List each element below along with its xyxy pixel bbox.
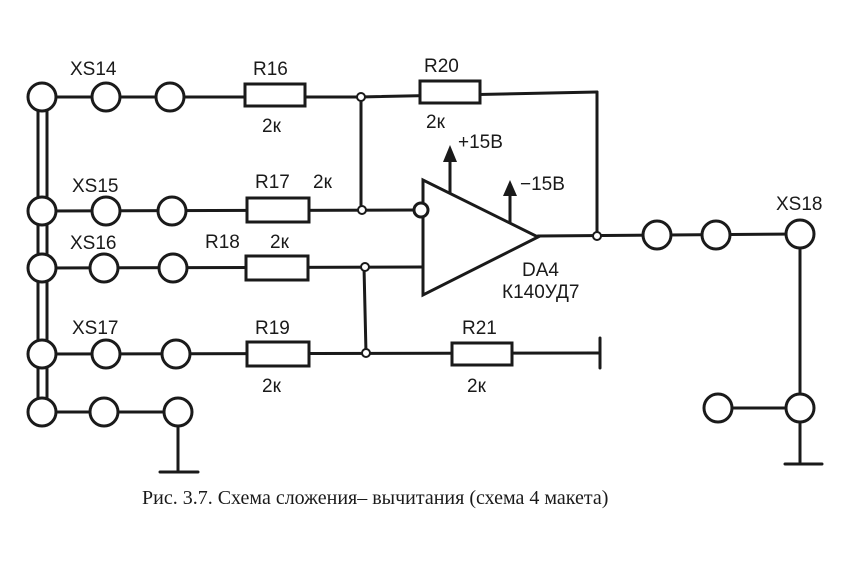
label-xs15: XS15 <box>72 176 118 197</box>
label-opamp-part: К140УД7 <box>502 282 579 303</box>
vminus-pin <box>503 180 517 224</box>
resistor-r19 <box>245 340 311 368</box>
resistor-r20 <box>418 79 482 105</box>
label-vminus: −15В <box>520 174 565 195</box>
inverting-input-bubble <box>412 201 430 219</box>
value-r19: 2к <box>262 376 282 397</box>
socket-pair-ground <box>88 396 194 428</box>
socket-pair-xs16 <box>88 252 189 284</box>
value-r16: 2к <box>262 116 282 137</box>
noninv-vertical <box>362 265 368 355</box>
socket-pair-xs14 <box>90 81 186 113</box>
label-r18: R18 <box>205 232 240 253</box>
label-r19: R19 <box>255 318 290 339</box>
vplus-pin <box>443 145 457 195</box>
junction-nodes <box>356 92 602 358</box>
value-r18: 2к <box>270 232 290 253</box>
row-xs17 <box>40 336 602 370</box>
resistor-r21 <box>450 341 514 367</box>
right-output-bus <box>716 232 824 466</box>
socket-pair-xs17 <box>90 338 192 370</box>
socket-pair-output <box>641 218 816 424</box>
opamp-da4 <box>421 177 542 298</box>
resistor-r18 <box>244 254 310 282</box>
value-r21: 2к <box>467 376 487 397</box>
label-xs16: XS16 <box>70 233 116 254</box>
label-da4: DA4 <box>522 260 559 281</box>
label-xs14: XS14 <box>70 59 117 80</box>
label-xs17: XS17 <box>72 318 118 339</box>
resistor-r17 <box>245 196 311 224</box>
label-r20: R20 <box>424 56 459 77</box>
label-xs18: XS18 <box>776 194 822 215</box>
label-vplus: +15В <box>458 132 503 153</box>
figure-caption: Рис. 3.7. Схема сложения– вычитания (схе… <box>142 487 608 509</box>
label-r17: R17 <box>255 172 290 193</box>
socket-pair-xs15 <box>90 195 188 227</box>
label-r16: R16 <box>253 59 288 80</box>
resistor-r16 <box>243 82 307 108</box>
label-r21: R21 <box>462 318 497 339</box>
value-r17: 2к <box>313 172 333 193</box>
row-xs14 <box>40 90 599 238</box>
value-r20: 2к <box>426 112 446 133</box>
left-bus-sockets <box>26 81 58 428</box>
